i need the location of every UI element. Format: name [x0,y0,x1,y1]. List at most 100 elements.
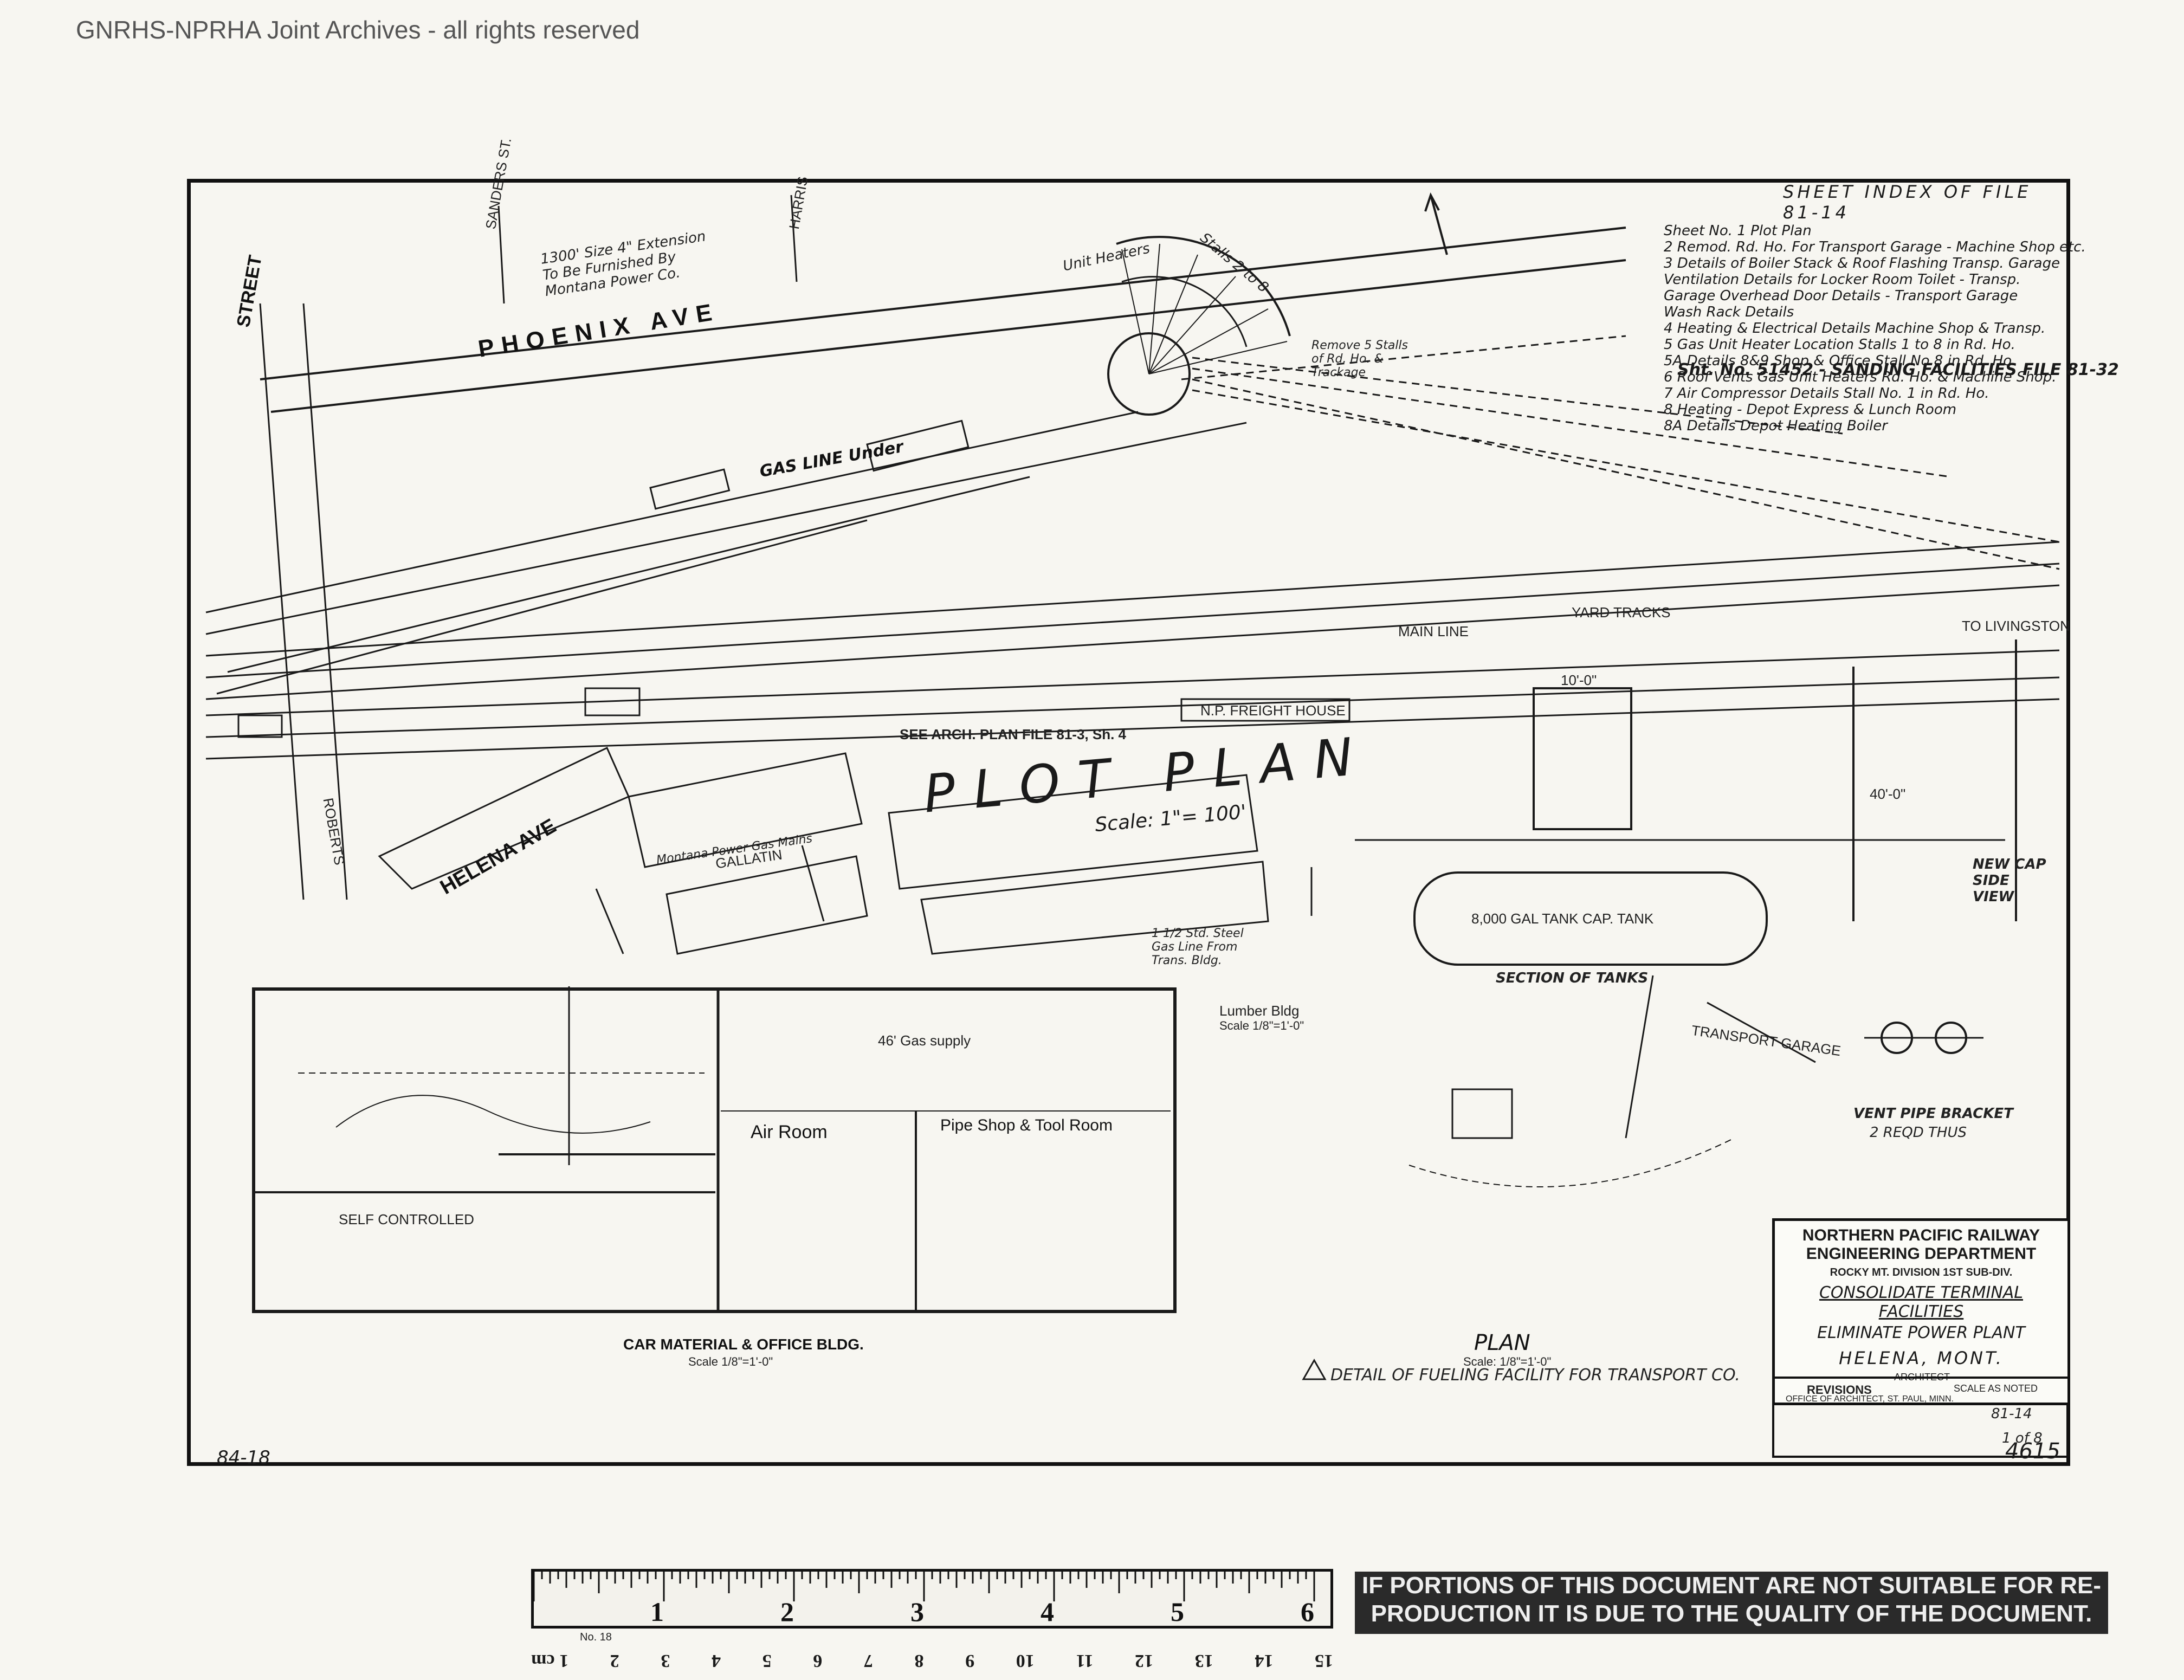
city-block-3 [888,774,1258,890]
west-street-line [259,303,305,900]
vent-pipe-count-label: 2 REQD THUS [1870,1125,1967,1141]
sheet-number: 1 of 8 [2002,1430,2043,1446]
ruler-maker: No. 18 [580,1631,612,1643]
track-5 [205,584,2060,700]
sheet-index-row: 2 Remod. Rd. Ho. For Transport Garage - … [1664,239,2086,255]
track-1 [205,563,2060,679]
plan-label: PLAN [1474,1330,1530,1355]
project-location: HELENA, MONT. [1839,1348,2004,1368]
archive-watermark: GNRHS-NPRHA Joint Archives - all rights … [76,16,640,44]
sheet-index-row: 7 Air Compressor Details Stall No. 1 in … [1664,385,1989,402]
see-arch-note: SEE ARCH. PLAN FILE 81-3, Sh. 4 [900,726,1127,742]
north-arrow [1430,195,1448,255]
cm-label: 13 [1194,1651,1213,1671]
ruler-inch-4: 4 [1041,1597,1054,1627]
removed-track-3 [1192,367,1952,478]
file-number: 81-14 [1991,1406,2032,1422]
west-street-line-2 [302,303,348,900]
removed-track-4 [1192,357,1843,435]
city-block-2 [665,855,868,955]
cm-label: 6 [813,1651,823,1671]
air-room-label: Air Room [751,1122,828,1142]
corner-note: 84-18 [217,1447,270,1469]
self-controlled-label: SELF CONTROLLED [339,1211,474,1227]
pump-island [1451,1088,1513,1139]
cm-label: 2 [610,1651,619,1671]
ruler-inch-6: 6 [1301,1597,1314,1627]
section-tanks-label: SECTION OF TANKS [1496,970,1649,986]
fuel-tank [1413,871,1768,966]
track-3 [205,422,1247,635]
gas-tank-label: 8,000 GAL TANK CAP. TANK [1471,910,1654,927]
office-bldg-outline [252,987,1177,1313]
notice-line-2: PRODUCTION IT IS DUE TO THE QUALITY OF T… [1371,1600,2092,1627]
gas-pipe-note: 1 1/2 Std. Steel Gas Line From Trans. Bl… [1152,927,1244,967]
sheet-index: SHEET INDEX OF FILE 81-14 Sheet No. 1 Pl… [1664,182,2086,434]
track-4 [205,411,1139,613]
cm-label: 8 [914,1651,924,1671]
division-line: ROCKY MT. DIVISION 1ST SUB-DIV. [1830,1267,2013,1278]
fueling-detail-title: DETAIL OF FUELING FACILITY FOR TRANSPORT… [1330,1366,1740,1385]
sheet-index-row: 8A Details Depot Heating Boiler [1664,418,1888,434]
removed-track-1 [1192,378,2060,570]
cm-label: 9 [965,1651,975,1671]
sheet-index-row: 4 Heating & Electrical Details Machine S… [1664,320,2046,337]
main-line-track [205,676,2060,738]
sanding-facilities-note: Sht. No. 51452 - SANDING FACILITIES FILE… [1677,360,2119,379]
cm-label: 14 [1255,1651,1274,1671]
sheet-index-row: 3 Details of Boiler Stack & Roof Flashin… [1664,255,2060,272]
ruler-inch-2: 2 [780,1597,794,1627]
lumber-bldg-label: Lumber Bldg [1219,1003,1300,1019]
roundhouse-arc-outer [1116,236,1291,337]
railway-name: NORTHERN PACIFIC RAILWAY [1802,1226,2040,1244]
track-2 [205,541,2060,657]
car-material-title: CAR MATERIAL & OFFICE BLDG. [623,1336,864,1353]
car-material-scale: Scale 1/8"=1'-0" [688,1355,773,1368]
roundhouse-arc-inner [1121,276,1248,347]
harris-st-line [790,195,798,282]
ruler-ticks [534,1572,1315,1601]
vent-pipe-bracket-label: VENT PIPE BRACKET [1853,1106,2013,1122]
yard-tracks-label: YARD TRACKS [1572,604,1671,621]
revisions-header: REVISIONS [1807,1383,1872,1397]
small-building [237,714,283,738]
dimension-40ft: 40'-0" [1870,786,1906,802]
cm-label: 1 cm [531,1651,569,1671]
ruler-inch-1: 1 [650,1597,664,1627]
margin-number: 4615 [2005,1439,2060,1464]
cm-label: 10 [1016,1651,1035,1671]
quality-notice: IF PORTIONS OF THIS DOCUMENT ARE NOT SUI… [1355,1572,2108,1634]
sheet-index-title: SHEET INDEX OF FILE 81-14 [1783,182,2032,223]
cm-label: 5 [762,1651,772,1671]
inch-ruler: 1 2 3 4 5 6 [531,1569,1333,1629]
metric-ruler: 15 14 13 12 11 10 9 8 7 6 5 4 3 2 1 cm [531,1650,1333,1680]
sheet-index-row: Ventilation Details for Locker Room Toil… [1664,272,2021,288]
building-shop-2 [866,419,970,472]
sheet-index-row: 6 Roof Vents Gas Unit Heaters Rd. Ho. & … [1664,369,2057,385]
cm-label: 7 [863,1651,873,1671]
city-block-1 [628,752,863,868]
project-line-1: CONSOLIDATE TERMINAL FACILITIES [1819,1283,2023,1321]
sheet-index-row: Garage Overhead Door Details - Transport… [1664,288,2018,304]
turntable [1107,332,1191,416]
building-shop [649,468,731,510]
pipe-shop-label: Pipe Shop & Tool Room [940,1116,1113,1134]
sheet-index-row: 5 Gas Unit Heater Location Stalls 1 to 8… [1664,337,2015,353]
cm-label: 15 [1315,1651,1333,1671]
remove-stalls-note: Remove 5 Stalls of Rd. Ho. & Trackage [1311,339,1408,379]
track-7 [227,476,1030,673]
cm-label-row: 15 14 13 12 11 10 9 8 7 6 5 4 3 2 1 cm [531,1650,1333,1671]
phoenix-ave-line [260,227,1626,380]
pump-house [1533,687,1632,830]
scale-line: SCALE AS NOTED [1954,1383,2038,1394]
cm-label: 4 [712,1651,721,1671]
freight-house-outline [1180,698,1351,722]
track-6 [205,649,2060,716]
ruler-inch-3: 3 [910,1597,924,1627]
lumber-bldg-scale: Scale 1/8"=1'-0" [1219,1019,1304,1032]
sheet-index-row: Sheet No. 1 Plot Plan [1664,223,1812,239]
ruler-inch-5: 5 [1171,1597,1184,1627]
office-line: OFFICE OF ARCHITECT, ST. PAUL, MINN. [1786,1394,1954,1404]
cm-label: 3 [661,1651,670,1671]
